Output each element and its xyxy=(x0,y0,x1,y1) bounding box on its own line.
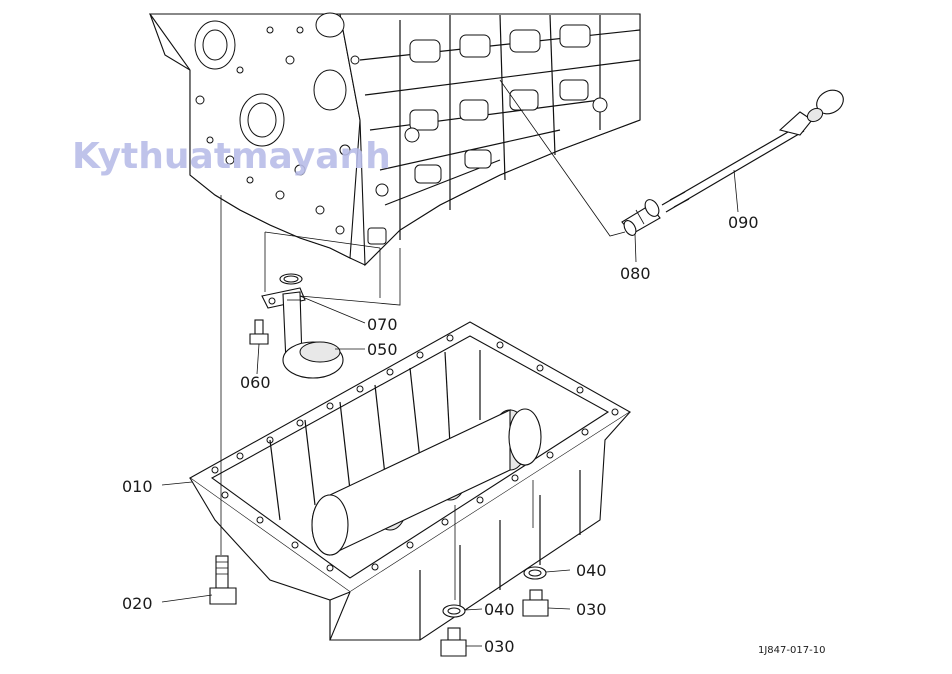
dipstick-090 xyxy=(661,89,844,213)
callout-040-bottom: 040 xyxy=(484,600,515,619)
engine-block xyxy=(148,12,641,267)
callout-030-bottom: 030 xyxy=(484,637,515,656)
callout-090: 090 xyxy=(728,213,759,232)
callout-060: 060 xyxy=(240,373,271,392)
callout-070: 070 xyxy=(367,315,398,334)
callout-020: 020 xyxy=(122,594,153,613)
watermark: Kythuatmayanh xyxy=(72,136,391,177)
callout-010: 010 xyxy=(122,477,153,496)
bolt-060 xyxy=(249,319,269,345)
oil-pan-010 xyxy=(188,321,632,641)
figure-code: 1J847-017-10 xyxy=(758,645,825,656)
callout-080: 080 xyxy=(620,264,651,283)
flange-holes xyxy=(211,334,619,572)
block-ribs xyxy=(359,14,641,245)
leader-lines xyxy=(161,169,739,647)
strainer-assembly xyxy=(249,231,401,379)
dipstick-guide-080 xyxy=(621,199,661,236)
pan-baffles xyxy=(269,350,581,640)
callout-030-right: 030 xyxy=(576,600,607,619)
washer-040-bottom xyxy=(442,604,466,618)
block-bolt-holes xyxy=(195,26,360,235)
bolt-020 xyxy=(209,195,237,605)
callout-050: 050 xyxy=(367,340,398,359)
drain-plug-030-right xyxy=(522,589,549,617)
pan-sump-drums xyxy=(311,408,542,556)
dipstick-assembly xyxy=(621,89,844,236)
oil-strainer-050 xyxy=(261,287,344,379)
washer-040-right xyxy=(523,566,547,580)
callout-040-right: 040 xyxy=(576,561,607,580)
drain-plug-030-bottom xyxy=(440,627,467,657)
